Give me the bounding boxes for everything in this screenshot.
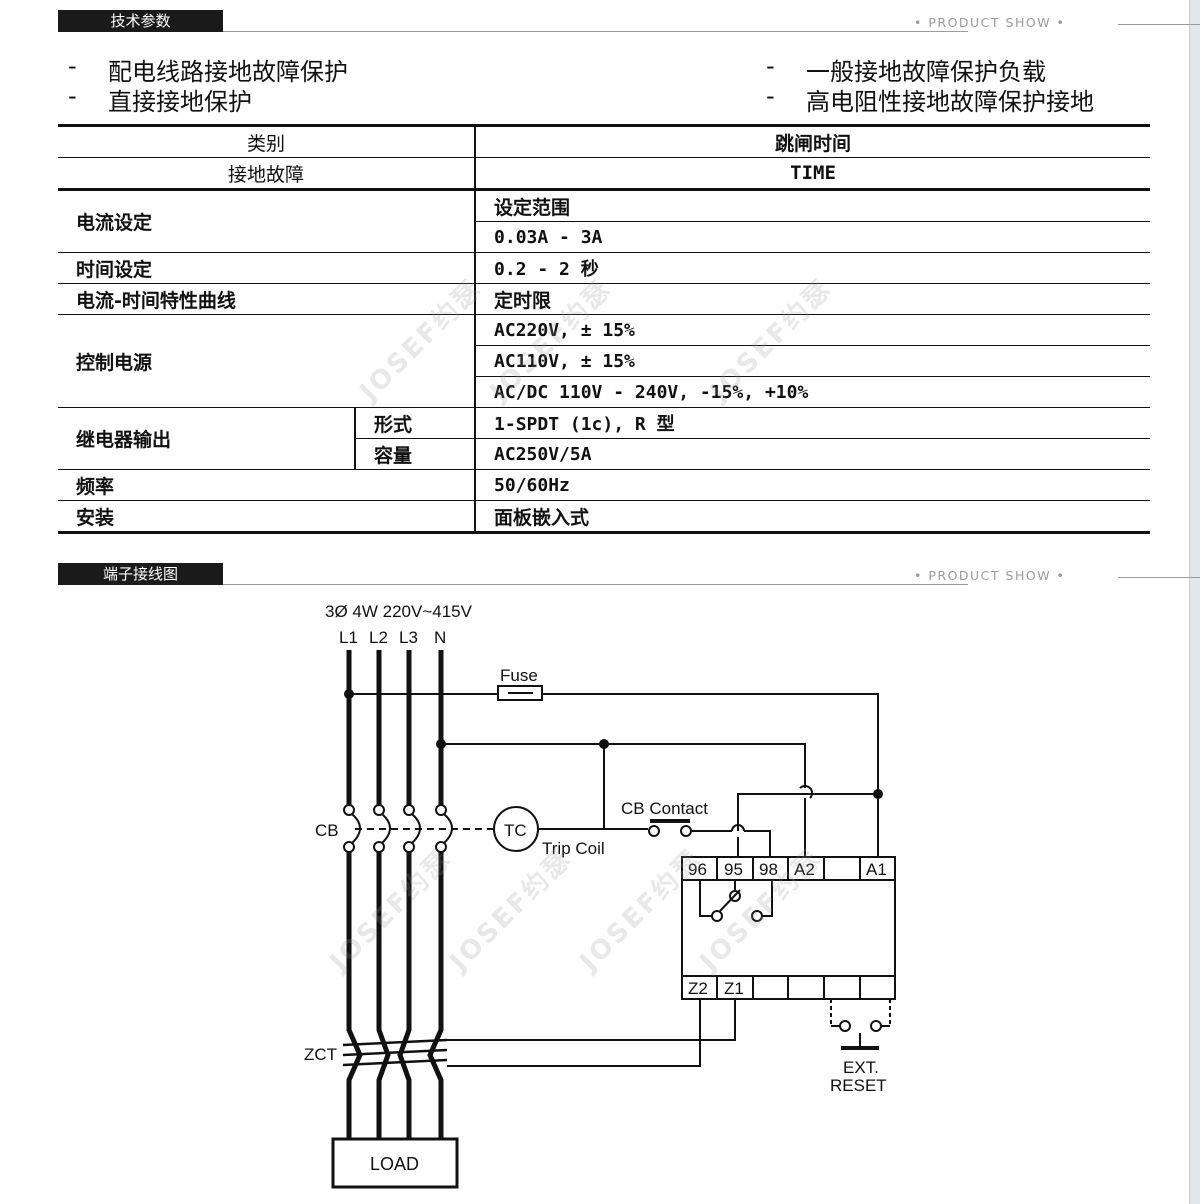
terminal-95: 95 xyxy=(724,860,743,879)
header-category: 类别 xyxy=(58,124,476,158)
terminal-a2: A2 xyxy=(794,860,815,879)
curve-label: 电流-时间特性曲线 xyxy=(58,283,476,315)
table-row-fault: 接地故障 TIME xyxy=(58,157,1151,191)
table-row-current-value: 0.03A - 3A xyxy=(58,221,1151,253)
section-divider-tail xyxy=(1118,24,1200,25)
ext-reset-label-2: RESET xyxy=(830,1076,887,1095)
tc-label: TC xyxy=(504,821,527,840)
terminal-z1: Z1 xyxy=(724,979,744,998)
table-row-relay-form: 继电器输出 形式 1-SPDT (1c), R 型 xyxy=(58,407,1151,470)
right-edge-border xyxy=(1189,0,1200,1204)
line-label-l3: L3 xyxy=(399,628,418,647)
line-label-l2: L2 xyxy=(369,628,388,647)
power-value-3: AC/DC 110V - 240V, -15%, +10% xyxy=(474,376,1151,408)
feature-right-2: 高电阻性接地故障保护接地 xyxy=(806,88,1094,116)
feature-dash: - xyxy=(766,82,775,110)
feature-dash: - xyxy=(68,52,77,80)
section-tag-wiring: 端子接线图 xyxy=(58,563,223,585)
relay-form-value: 1-SPDT (1c), R 型 xyxy=(474,407,1151,439)
relay-cap-label: 容量 xyxy=(353,438,476,470)
cb-contact-label: CB Contact xyxy=(621,799,708,818)
trip-coil-label: Trip Coil xyxy=(542,839,605,858)
table-row-power-2: AC110V, ± 15% xyxy=(58,345,1151,377)
feature-dash: - xyxy=(68,82,77,110)
section-divider xyxy=(223,31,968,32)
table-row-curve: 电流-时间特性曲线 定时限 xyxy=(58,283,1151,315)
table-row-current: 电流设定 设定范围 xyxy=(58,189,1151,253)
relay-form-label: 形式 xyxy=(353,407,476,439)
time-value: 0.2 - 2 秒 xyxy=(474,252,1151,284)
curve-value: 定时限 xyxy=(474,283,1151,315)
header-trip-time: 跳闸时间 xyxy=(474,124,1151,158)
time-label: 时间设定 xyxy=(58,252,476,284)
line-label-n: N xyxy=(434,628,446,647)
feature-left-2: 直接接地保护 xyxy=(108,88,252,116)
cb-label: CB xyxy=(315,821,339,840)
current-range-value: 0.03A - 3A xyxy=(474,221,1151,253)
mount-value: 面板嵌入式 xyxy=(474,500,1151,534)
section-divider-tail xyxy=(1118,577,1200,578)
line-label-l1: L1 xyxy=(339,628,358,647)
zct-label: ZCT xyxy=(304,1045,337,1064)
table-row-freq: 频率 50/60Hz xyxy=(58,469,1151,501)
feature-left-1: 配电线路接地故障保护 xyxy=(108,58,348,86)
power-value-1: AC220V, ± 15% xyxy=(474,314,1151,346)
ext-reset-label-1: EXT. xyxy=(843,1058,879,1077)
table-row-power-3: AC/DC 110V - 240V, -15%, +10% xyxy=(58,376,1151,408)
relay-cap-value: AC250V/5A xyxy=(474,438,1151,470)
relay-label: 继电器输出 xyxy=(58,407,355,470)
freq-label: 频率 xyxy=(58,469,476,501)
section-divider xyxy=(223,584,968,585)
power-label: 控制电源 xyxy=(58,314,476,408)
load-label: LOAD xyxy=(370,1154,419,1174)
terminal-z2: Z2 xyxy=(688,979,708,998)
current-label: 电流设定 xyxy=(58,189,476,253)
power-value-2: AC110V, ± 15% xyxy=(474,345,1151,377)
terminal-96: 96 xyxy=(688,860,707,879)
product-show-label: • PRODUCT SHOW • xyxy=(914,15,1066,30)
section-tag-specs: 技术参数 xyxy=(58,10,223,32)
table-header-row: 类别 跳闸时间 xyxy=(58,124,1151,158)
cb-breaker xyxy=(343,804,495,853)
fuse-label: Fuse xyxy=(500,666,538,685)
table-row-power: 控制电源 AC220V, ± 15% xyxy=(58,314,1151,408)
table-row-relay-cap: 容量 AC250V/5A xyxy=(58,438,1151,470)
feature-right-1: 一般接地故障保护负载 xyxy=(806,58,1046,86)
mount-label: 安装 xyxy=(58,500,476,534)
fault-value: TIME xyxy=(474,157,1151,191)
table-row-mount: 安装 面板嵌入式 xyxy=(58,500,1151,534)
feature-dash: - xyxy=(766,52,775,80)
spec-table: 类别 跳闸时间 接地故障 TIME 电流设定 设定范围 0.03A - 3A 时… xyxy=(58,124,1151,534)
freq-value: 50/60Hz xyxy=(474,469,1151,501)
table-row-time: 时间设定 0.2 - 2 秒 xyxy=(58,252,1151,284)
supply-label: 3Ø 4W 220V~415V xyxy=(325,602,473,621)
supply-lines xyxy=(346,650,444,1140)
product-show-label: • PRODUCT SHOW • xyxy=(914,568,1066,583)
fault-label: 接地故障 xyxy=(58,157,476,191)
terminal-98: 98 xyxy=(759,860,778,879)
current-range-label: 设定范围 xyxy=(474,189,1151,222)
terminal-a1: A1 xyxy=(866,860,887,879)
